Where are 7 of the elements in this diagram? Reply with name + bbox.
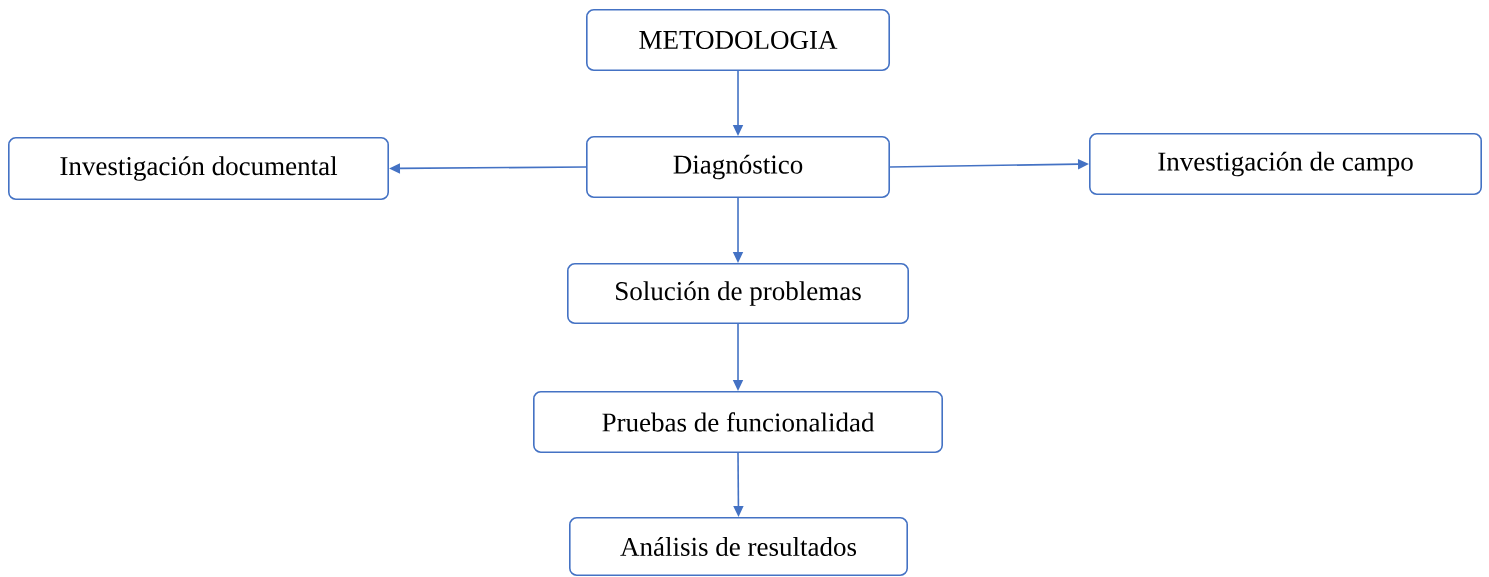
process-box: Pruebas de funcionalidad bbox=[533, 390, 943, 453]
process-box: Investigación documental bbox=[8, 137, 389, 200]
process-box: METODOLOGIA bbox=[586, 9, 890, 71]
process-box: Solución de problemas bbox=[567, 263, 909, 324]
process-box: Investigación de campo bbox=[1089, 133, 1482, 195]
process-box: Diagnóstico bbox=[586, 136, 890, 198]
process-box: Análisis de resultados bbox=[569, 517, 908, 576]
